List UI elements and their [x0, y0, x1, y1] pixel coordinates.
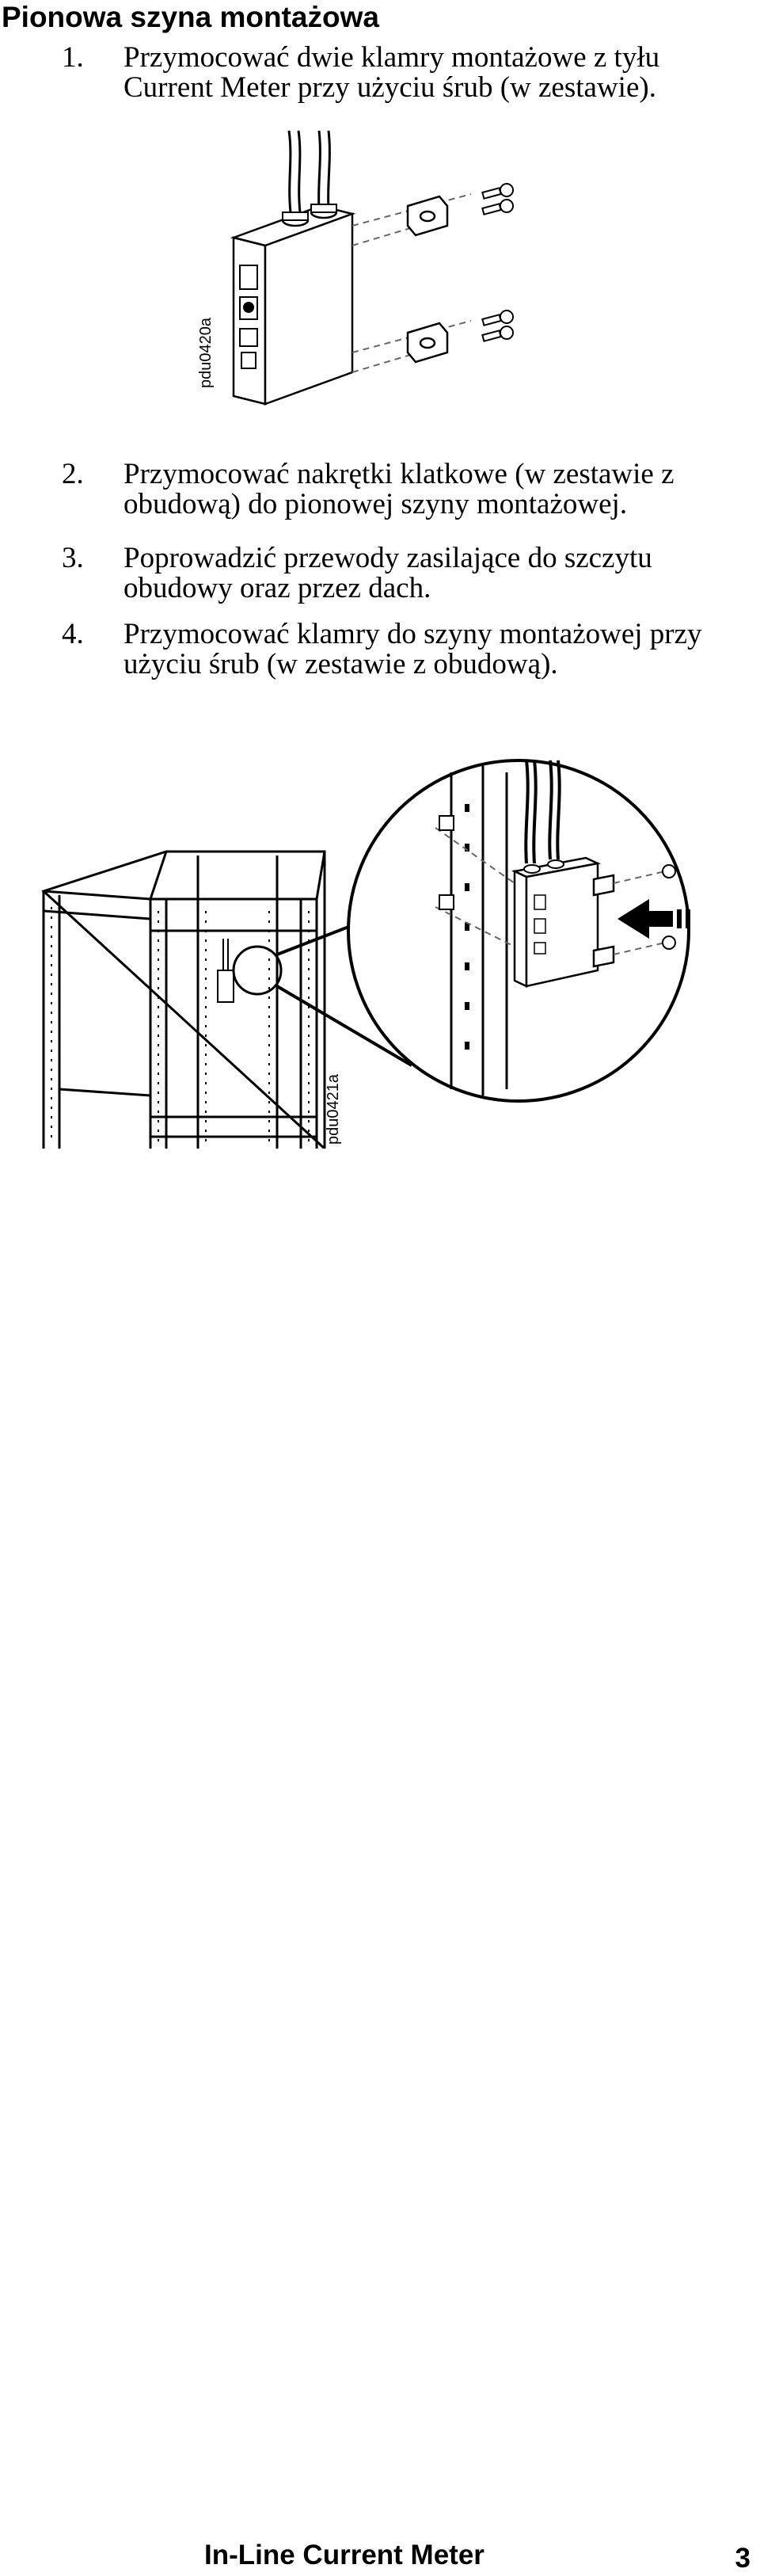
step-number: 3. — [62, 542, 84, 574]
figure-label: pdu0421a — [325, 1074, 342, 1145]
rack-mounting-illustration — [41, 759, 690, 1149]
footer-title: In-Line Current Meter — [204, 2540, 484, 2570]
step-number: 4. — [62, 618, 84, 650]
step-1: 1. Przymocować dwie klamry montażowe z t… — [62, 43, 743, 103]
step-number: 2. — [62, 458, 84, 490]
figure-label: pdu0420a — [197, 318, 215, 388]
step-text: Przymocować dwie klamry montażowe z tyłu… — [124, 41, 660, 104]
bracket-attachment-illustration — [230, 130, 514, 406]
figure-bracket-attachment: pdu0420a — [197, 127, 558, 412]
figure-rack-mounting: pdu0421a — [40, 717, 697, 1149]
page-number: 3 — [735, 2543, 750, 2574]
step-text: Przymocować nakrętki klatkowe (w zestawi… — [124, 458, 674, 520]
step-4: 4. Przymocować klamry do szyny montażowe… — [62, 619, 743, 680]
step-text: Przymocować klamry do szyny montażowej p… — [124, 618, 702, 680]
step-2: 2. Przymocować nakrętki klatkowe (w zest… — [62, 459, 743, 520]
page-heading: Pionowa szyna montażowa — [2, 1, 379, 33]
step-3: 3. Poprowadzić przewody zasilające do sz… — [62, 543, 743, 604]
step-number: 1. — [62, 41, 84, 74]
step-text: Poprowadzić przewody zasilające do szczy… — [124, 542, 652, 604]
